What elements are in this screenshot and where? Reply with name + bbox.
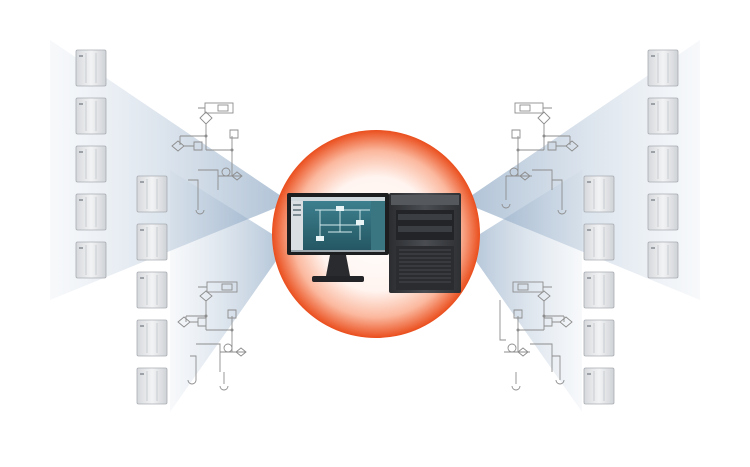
server-device-icon	[647, 97, 679, 135]
left-inner-column	[136, 175, 168, 405]
server-device-icon	[136, 367, 168, 405]
beam-right-outer	[462, 40, 700, 300]
device-columns	[75, 49, 679, 405]
server-device-icon	[583, 223, 615, 261]
workstation-icon	[287, 193, 461, 293]
server-device-icon	[647, 241, 679, 279]
schematic-right-upper	[501, 102, 579, 215]
server-device-icon	[75, 193, 107, 231]
beam-right-inner	[464, 170, 582, 412]
server-device-icon	[136, 175, 168, 213]
monitor-screen	[291, 197, 385, 250]
server-device-icon	[75, 145, 107, 183]
server-device-icon	[583, 319, 615, 357]
server-device-icon	[136, 319, 168, 357]
tower-case	[389, 193, 461, 293]
server-device-icon	[75, 97, 107, 135]
monitor	[287, 193, 389, 282]
beam-left-inner	[170, 170, 288, 412]
schematic-left-upper	[171, 102, 243, 215]
left-outer-column	[75, 49, 107, 279]
schematic-left-lower	[177, 281, 247, 391]
server-device-icon	[136, 271, 168, 309]
server-device-icon	[583, 175, 615, 213]
server-device-icon	[647, 145, 679, 183]
server-device-icon	[647, 49, 679, 87]
right-outer-column	[647, 49, 679, 279]
server-device-icon	[583, 271, 615, 309]
schematic-right-lower	[499, 281, 573, 391]
beams	[50, 40, 700, 412]
server-device-icon	[75, 241, 107, 279]
server-device-icon	[75, 49, 107, 87]
server-device-icon	[136, 223, 168, 261]
right-inner-column	[583, 175, 615, 405]
server-device-icon	[647, 193, 679, 231]
server-device-icon	[583, 367, 615, 405]
